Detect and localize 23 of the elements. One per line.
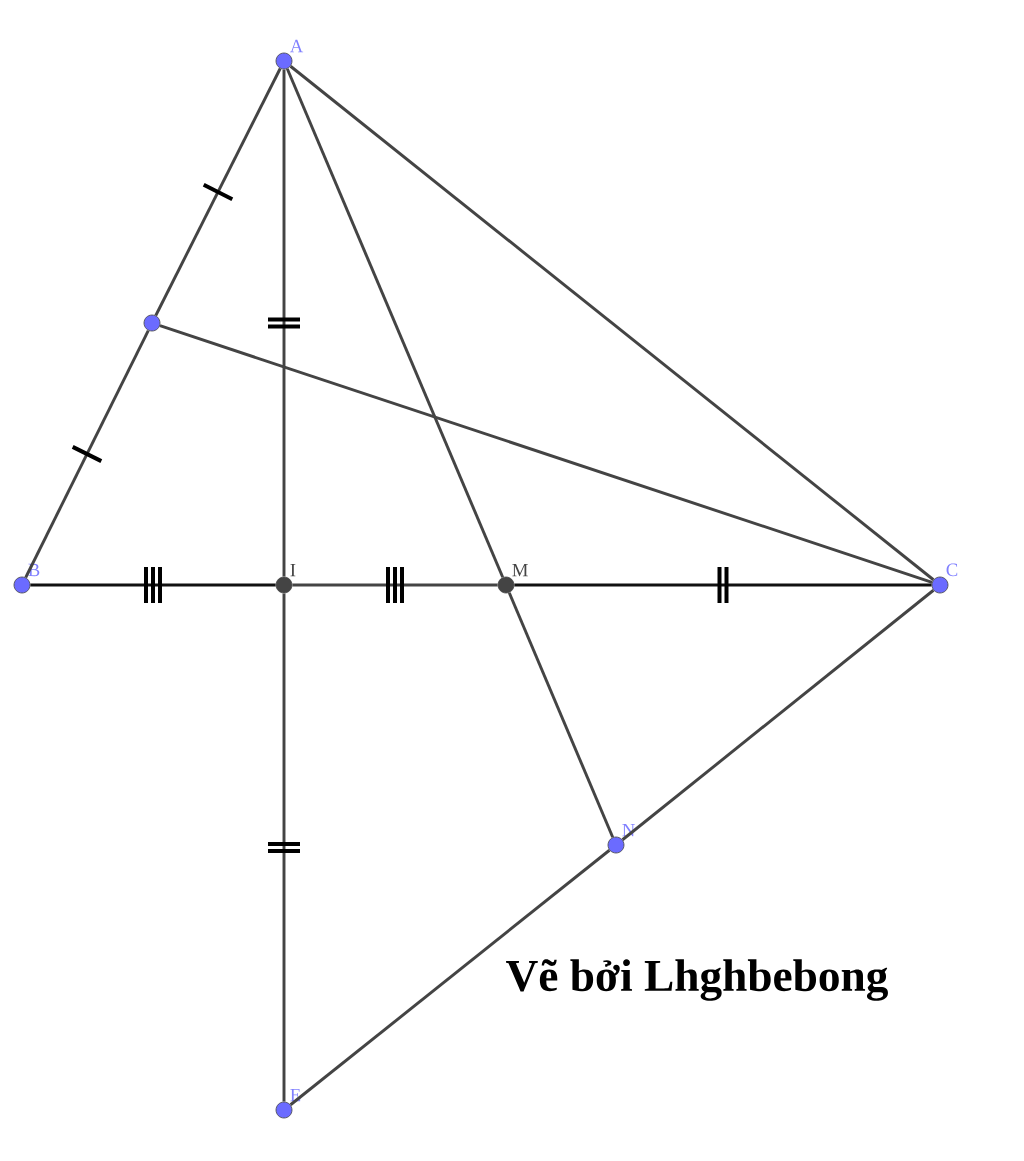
signature-text: Vẽ bởi Lhghbebong [506,959,888,1001]
line-segment [282,69,286,577]
line-segment [289,849,611,1106]
point: C [931,563,958,594]
node-label: C [946,563,958,577]
node-label: A [289,39,304,53]
point: A [275,39,304,70]
line-segment [289,65,935,581]
line-segment [514,583,932,587]
line-segment [282,593,286,1102]
line-segment [621,589,935,841]
line-segment [159,324,933,584]
line-segment [507,592,615,838]
line-segment [292,583,498,587]
line-segment [30,583,276,587]
node-label: M [512,563,528,577]
line-segment [154,67,282,317]
node-label: I [290,563,296,577]
line-segment [285,68,505,578]
line-segment [24,329,150,579]
point: M [497,563,528,594]
point-marker [143,314,161,332]
point: I [275,563,296,594]
